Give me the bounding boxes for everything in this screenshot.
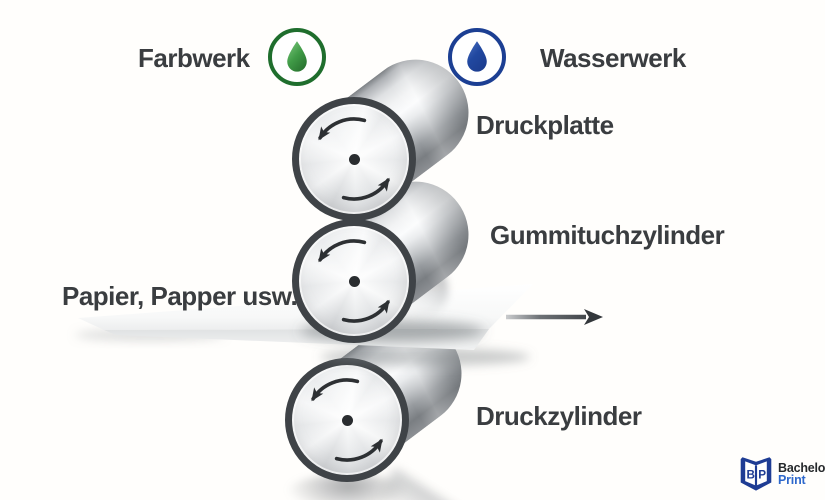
flow-arrow-icon xyxy=(506,309,603,325)
svg-text:P: P xyxy=(758,468,766,481)
bachelorprint-logo: B P Bachelor Print xyxy=(738,454,825,493)
ink-unit-badge xyxy=(268,28,326,86)
roller-axle-dot xyxy=(341,414,353,426)
logo-text-print: Print xyxy=(778,472,806,487)
water-unit-badge xyxy=(448,28,506,86)
rotation-arrows-icon xyxy=(311,378,383,462)
gummituchzylinder-label: Gummituchzylinder xyxy=(490,220,725,250)
ink-droplet-icon xyxy=(287,41,307,72)
druckplatte-label: Druckplatte xyxy=(476,110,614,140)
farbwerk-label: Farbwerk xyxy=(138,43,250,73)
roller-face xyxy=(285,358,409,482)
wasserwerk-label: Wasserwerk xyxy=(540,43,686,73)
roller-axle-dot xyxy=(348,275,360,287)
rotation-arrows-icon xyxy=(318,117,390,201)
druckzylinder-label: Druckzylinder xyxy=(476,401,642,431)
rotation-arrows-icon xyxy=(318,239,390,323)
paper-label: Papier, Papper usw. xyxy=(62,281,298,311)
logo-text-bachelor: Bachelor xyxy=(778,460,825,475)
paper-drop-shadow xyxy=(320,348,530,366)
bachelorprint-book-icon: B P xyxy=(740,457,772,491)
roller-axle-dot xyxy=(348,153,360,165)
water-droplet-icon xyxy=(467,41,487,72)
svg-text:B: B xyxy=(747,468,755,481)
